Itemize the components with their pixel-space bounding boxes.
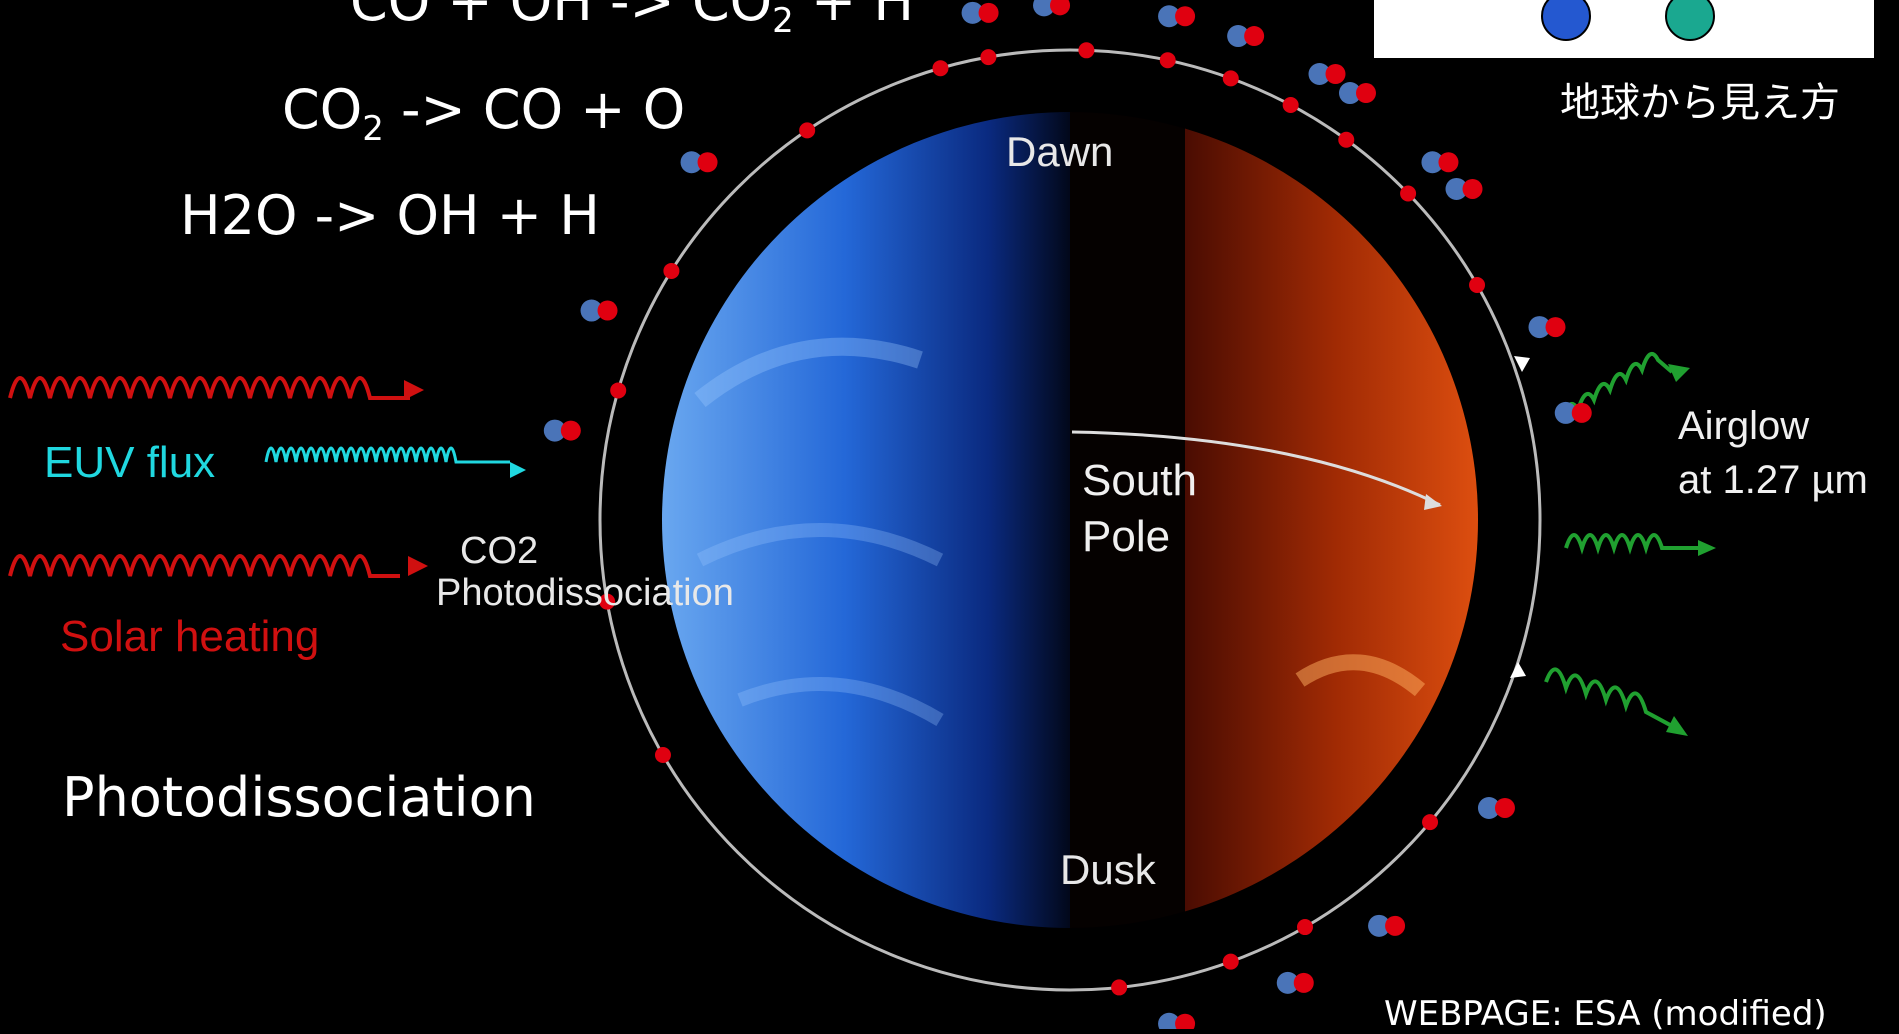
equation-3: H2O -> OH + H <box>180 184 600 247</box>
molecule-atom <box>1175 1013 1196 1029</box>
airglow-arrow-3 <box>1666 716 1688 736</box>
molecule-atom <box>932 60 949 77</box>
solar-heating-label: Solar heating <box>60 612 320 661</box>
molecule-atom <box>1462 178 1483 199</box>
orbit-ring <box>598 48 1542 992</box>
molecule-atom <box>1338 82 1361 105</box>
euv-arrow <box>510 462 526 478</box>
molecule-atom <box>1528 316 1551 339</box>
airglow-arrow-2 <box>1698 540 1716 556</box>
globe-icon <box>1541 0 1591 41</box>
molecule-atom <box>1338 131 1355 148</box>
co2-label: CO2 <box>460 530 539 572</box>
south-pole-label-line1: South <box>1082 456 1197 505</box>
euv-flux-label: EUV flux <box>44 438 216 487</box>
molecule-atom <box>680 151 703 174</box>
dusk-label: Dusk <box>1060 846 1156 893</box>
rotation-arrow-head <box>1424 494 1442 510</box>
equation-1: CO + OH -> CO2 + H <box>350 0 914 41</box>
molecule-atom <box>560 420 581 441</box>
molecule-atom <box>1545 317 1566 338</box>
globe-icon <box>1665 0 1715 41</box>
molecule-atom <box>1222 70 1239 87</box>
molecule-atom <box>1158 1012 1181 1029</box>
molecule-atom <box>599 593 616 610</box>
solar-arrow-bottom <box>408 556 428 576</box>
molecule-atom <box>1325 63 1346 84</box>
molecule-atom <box>1438 152 1459 173</box>
molecule-atom <box>654 747 671 763</box>
molecule-atom <box>1276 971 1299 994</box>
molecule-atom <box>597 300 618 321</box>
molecule-atom <box>1368 914 1391 937</box>
molecule-atom <box>1244 26 1265 47</box>
molecule-atom <box>1355 83 1376 104</box>
molecule-atom <box>978 2 999 23</box>
molecule-atom <box>1477 796 1500 819</box>
orbit-arrow-top <box>1514 356 1530 372</box>
airglow-label-line1: Airglow <box>1678 404 1810 448</box>
molecule-atom <box>1227 25 1250 48</box>
equation-2: CO2 -> CO + O <box>282 78 686 149</box>
molecule-atom <box>1385 915 1406 936</box>
molecule-atom <box>1175 6 1196 27</box>
solar-wave-bottom <box>8 554 400 578</box>
molecules <box>543 0 1592 1029</box>
earth-view-panel <box>1374 0 1874 58</box>
molecule-atom <box>1421 151 1444 174</box>
molecule-atom <box>663 262 680 279</box>
molecule-atom <box>1400 185 1417 202</box>
airglow-label-line2: at 1.27 µm <box>1678 458 1868 502</box>
molecule-atom <box>1282 97 1299 114</box>
molecule-atom <box>1078 42 1095 59</box>
molecule-atom <box>1159 52 1176 69</box>
photodissociation-title: Photodissociation <box>62 766 536 829</box>
molecule-atom <box>1033 0 1056 17</box>
molecule-atom <box>1308 62 1331 85</box>
molecule-atom <box>1293 972 1314 993</box>
molecule-atom <box>980 49 997 66</box>
molecule-atom <box>1422 814 1439 831</box>
molecule-atom <box>1571 402 1592 423</box>
molecule-atom <box>1494 797 1515 818</box>
south-pole-label-line2: Pole <box>1082 512 1171 561</box>
molecule-atom <box>1111 979 1128 996</box>
molecule-atom <box>1554 401 1577 424</box>
molecule-atom <box>1297 919 1313 936</box>
molecule-atom <box>961 1 984 24</box>
molecule-atom <box>543 419 566 442</box>
molecule-atom <box>697 152 718 173</box>
molecule-atom <box>580 299 603 322</box>
euv-wave <box>264 446 510 464</box>
solar-wave-top <box>8 376 410 400</box>
solar-arrow-top <box>404 380 424 400</box>
molecule-atom <box>1469 277 1486 293</box>
orbit-arrow-bottom <box>1510 662 1526 678</box>
co2-photodissociation-label: Photodissociation <box>436 572 734 614</box>
earth-view-caption: 地球から見え方 <box>1560 80 1840 126</box>
molecule-atom <box>1222 953 1239 970</box>
airglow-arrow-1 <box>1668 364 1690 382</box>
molecule-atom <box>610 382 627 399</box>
airglow-wave-2 <box>1564 533 1698 555</box>
airglow-wave-3 <box>1544 667 1673 728</box>
dawn-label: Dawn <box>1006 128 1114 175</box>
molecule-atom <box>799 122 816 139</box>
molecule-atom <box>1158 5 1181 28</box>
molecule-atom <box>1050 0 1071 16</box>
rotation-arrow <box>1071 430 1441 507</box>
credit-text: WEBPAGE: ESA (modified) <box>1384 994 1827 1034</box>
molecule-atom <box>1445 177 1468 200</box>
